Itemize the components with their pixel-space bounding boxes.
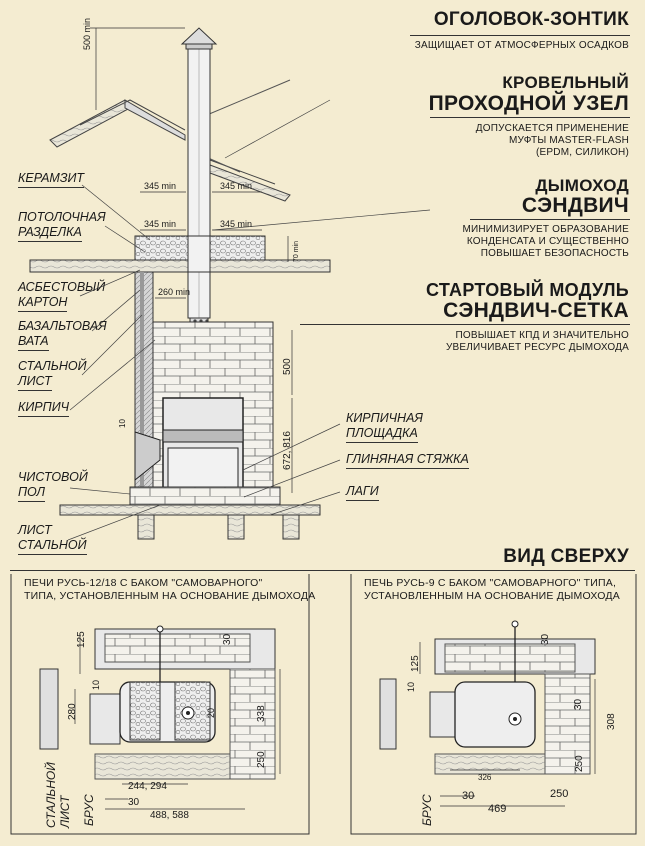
dim-30-r: 30 bbox=[540, 633, 551, 645]
label-kirpich: КИРПИЧ bbox=[18, 400, 70, 417]
dim-672: 672, 816 bbox=[282, 431, 293, 470]
dim-326: 326 bbox=[478, 773, 492, 782]
dim-30-r2: 30 bbox=[573, 698, 584, 710]
leader-lines bbox=[67, 99, 431, 541]
label-keramzit: КЕРАМЗИТ bbox=[18, 171, 85, 188]
title-vid-sverhu: ВИД СВЕРХУ bbox=[503, 546, 629, 567]
label-brus-right: БРУС bbox=[420, 794, 434, 826]
section-drawing bbox=[29, 27, 431, 541]
dim-488: 488, 588 bbox=[150, 810, 189, 821]
top-view-right bbox=[350, 574, 637, 835]
dim-308: 308 bbox=[606, 713, 617, 730]
dim-338: 338 bbox=[256, 705, 267, 722]
divider bbox=[410, 35, 630, 36]
title-sendvich: СЭНДВИЧ bbox=[521, 194, 629, 217]
dim-469: 469 bbox=[488, 803, 507, 815]
desc-dymohod-3: ПОВЫШАЕТ БЕЗОПАСНОСТЬ bbox=[480, 248, 629, 259]
top-view-left bbox=[10, 574, 310, 835]
dim-10-r: 10 bbox=[406, 681, 416, 692]
dim-125: 125 bbox=[76, 631, 87, 648]
desc-krovelny-2: МУФТЫ MASTER-FLASH bbox=[509, 135, 629, 146]
dim-20: 20 bbox=[206, 707, 216, 718]
dim-30: 30 bbox=[222, 633, 233, 645]
title-dymohod: ДЫМОХОД bbox=[535, 176, 629, 195]
desc-startovy-1: ПОВЫШАЕТ КПД И ЗНАЧИТЕЛЬНО bbox=[455, 330, 629, 341]
dim-70min: 70 min bbox=[293, 240, 300, 262]
title-ogolovok: ОГОЛОВОК-ЗОНТИК bbox=[433, 9, 629, 30]
floor bbox=[59, 486, 321, 540]
dim-10: 10 bbox=[118, 419, 127, 428]
desc-dymohod-2: КОНДЕНСАТА И СУЩЕСТВЕННО bbox=[466, 236, 629, 247]
dim-345-d: 345 min bbox=[220, 219, 253, 229]
ceiling-cut bbox=[29, 235, 331, 273]
dim-250-r2: 250 bbox=[550, 788, 569, 800]
stove-body bbox=[134, 397, 244, 494]
chimney-cap bbox=[180, 27, 218, 50]
label-brus-left: БРУС bbox=[82, 794, 96, 826]
dim-250: 250 bbox=[256, 751, 267, 768]
roof bbox=[49, 79, 291, 202]
divider bbox=[300, 324, 630, 325]
label-lagi: ЛАГИ bbox=[346, 484, 379, 501]
desc-ogolovok: ЗАЩИЩАЕТ ОТ АТМОСФЕРНЫХ ОСАДКОВ bbox=[414, 40, 629, 51]
label-styazhka: ГЛИНЯНАЯ СТЯЖКА bbox=[346, 452, 469, 469]
dim-345-c: 345 min bbox=[144, 219, 177, 229]
dim-30-r3: 30 bbox=[462, 790, 475, 802]
dim-250-r: 250 bbox=[574, 755, 585, 772]
dim-280: 280 bbox=[67, 703, 78, 720]
dim-244: 244, 294 bbox=[128, 781, 167, 792]
title-startovy: СТАРТОВЫЙ МОДУЛЬ bbox=[426, 280, 629, 300]
desc-startovy-2: УВЕЛИЧИВАЕТ РЕСУРС ДЫМОХОДА bbox=[445, 342, 629, 353]
dim-30-b: 30 bbox=[128, 797, 140, 808]
title-setka: СЭНДВИЧ-СЕТКА bbox=[443, 299, 629, 322]
divider bbox=[10, 570, 635, 571]
dim-260min: 260 min bbox=[158, 287, 191, 297]
dim-125-r: 125 bbox=[410, 655, 421, 672]
dim-345-a: 345 min bbox=[144, 181, 177, 191]
divider bbox=[430, 117, 630, 118]
dim-500: 500 bbox=[282, 358, 293, 375]
divider bbox=[470, 219, 630, 220]
dim-345-b: 345 min bbox=[220, 181, 253, 191]
dimension-lines bbox=[90, 27, 293, 493]
desc-krovelny-1: ДОПУСКАЕТСЯ ПРИМЕНЕНИЕ bbox=[475, 123, 629, 134]
title-krovelny: КРОВЕЛЬНЫЙ bbox=[502, 73, 629, 92]
desc-krovelny-3: (EPDM, СИЛИКОН) bbox=[536, 147, 629, 158]
dim-10-left: 10 bbox=[91, 679, 101, 690]
caption-right: ПЕЧЬ РУСЬ-9 С БАКОМ "САМОВАРНОГО" ТИПА, … bbox=[364, 577, 620, 603]
dim-500min: 500 min bbox=[82, 17, 92, 50]
desc-dymohod-1: МИНИМИЗИРУЕТ ОБРАЗОВАНИЕ bbox=[462, 224, 629, 235]
title-prohodnoy: ПРОХОДНОЙ УЗЕЛ bbox=[428, 92, 629, 115]
caption-left: ПЕЧИ РУСЬ-12/18 С БАКОМ "САМОВАРНОГО" ТИ… bbox=[24, 577, 316, 603]
